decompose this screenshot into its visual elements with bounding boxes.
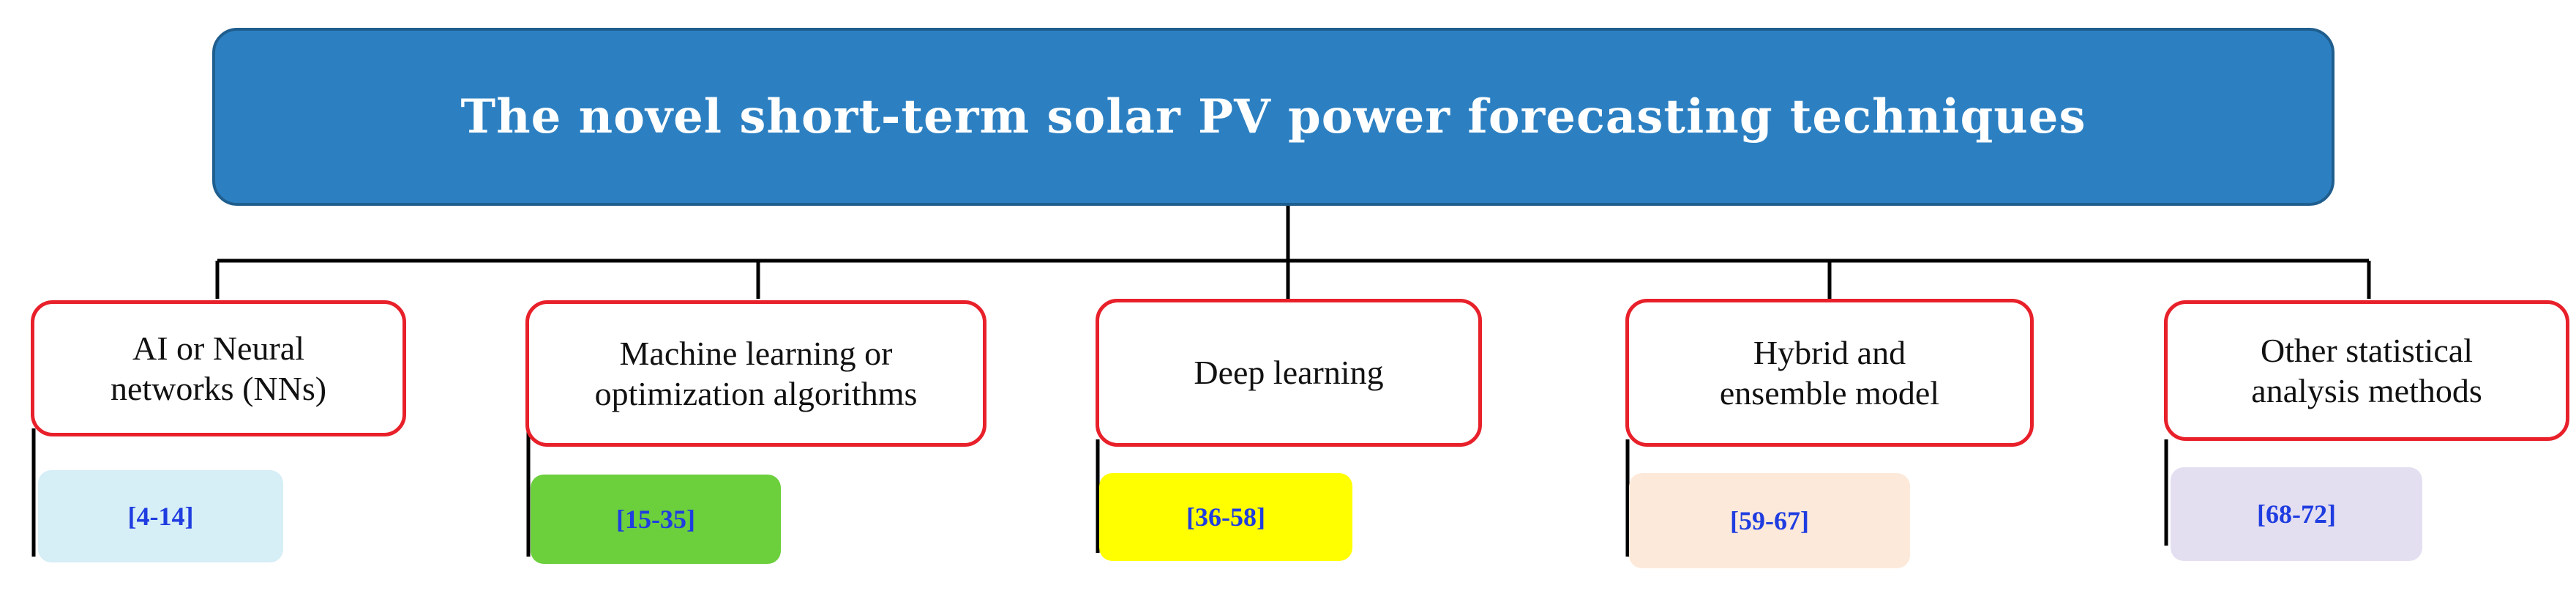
category-ai-neural-networks: AI or Neural networks (NNs): [31, 300, 406, 436]
category-label: Machine learning or optimization algorit…: [594, 334, 918, 412]
category-other-statistical: Other statistical analysis methods: [2164, 300, 2569, 441]
root-title: The novel short-term solar PV power fore…: [460, 89, 2086, 144]
category-deep-learning: Deep learning: [1096, 299, 1482, 447]
category-label: Hybrid and ensemble model: [1719, 333, 1940, 412]
refs-label: [59-67]: [1730, 506, 1809, 535]
root-node: The novel short-term solar PV power fore…: [212, 28, 2334, 206]
category-label: Deep learning: [1194, 354, 1384, 392]
refs-box-5: [68-72]: [2171, 467, 2422, 561]
refs-label: [15-35]: [616, 505, 695, 534]
category-label: Other statistical analysis methods: [2251, 331, 2482, 409]
category-hybrid-ensemble: Hybrid and ensemble model: [1625, 299, 2034, 447]
category-label: AI or Neural networks (NNs): [110, 329, 327, 407]
refs-box-1: [4-14]: [38, 470, 283, 562]
refs-label: [4-14]: [127, 502, 194, 531]
refs-box-2: [15-35]: [531, 475, 781, 564]
refs-box-3: [36-58]: [1099, 473, 1352, 561]
refs-label: [68-72]: [2257, 499, 2336, 529]
refs-label: [36-58]: [1186, 502, 1265, 532]
refs-box-4: [59-67]: [1629, 473, 1910, 568]
category-machine-learning: Machine learning or optimization algorit…: [525, 300, 986, 447]
